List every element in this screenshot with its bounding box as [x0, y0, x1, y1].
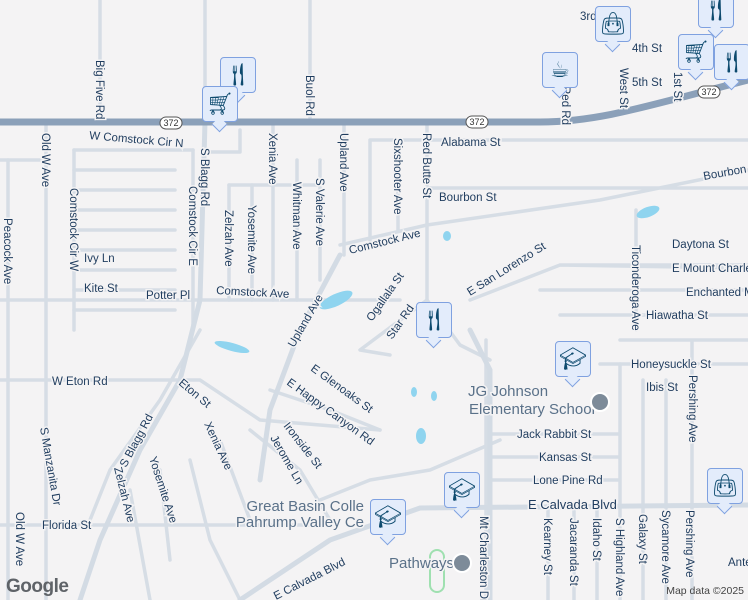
svg-text:Potter Pl: Potter Pl: [146, 290, 190, 302]
svg-text:Pershing Ave: Pershing Ave: [686, 375, 698, 443]
svg-text:S Blagg Rd: S Blagg Rd: [198, 148, 210, 206]
svg-text:Enchanted M: Enchanted M: [686, 287, 748, 299]
school-icon: 🎓︎: [374, 504, 402, 529]
map-attribution: Map data ©2025: [666, 585, 744, 597]
svg-text:Comstock Cir E: Comstock Cir E: [186, 186, 198, 266]
svg-text:Eton St: Eton St: [176, 377, 213, 411]
svg-text:Buol Rd: Buol Rd: [303, 75, 315, 116]
svg-text:Hiawatha St: Hiawatha St: [646, 310, 709, 322]
svg-text:5th St: 5th St: [632, 77, 663, 89]
restaurant-icon: 🍴︎: [420, 307, 448, 332]
svg-text:Galaxy St: Galaxy St: [636, 514, 648, 565]
school-icon: 🎓︎: [448, 477, 476, 502]
restaurant-marker[interactable]: 🍴︎: [416, 302, 452, 338]
shopping-marker[interactable]: 👜︎: [707, 468, 743, 504]
shopping-cart-icon: 🛒︎: [206, 91, 234, 116]
svg-text:Kearney St: Kearney St: [541, 518, 553, 576]
svg-text:W Comstock Cir N: W Comstock Cir N: [89, 130, 184, 150]
svg-text:Comstock Cir W: Comstock Cir W: [67, 188, 79, 271]
grocery-marker[interactable]: 🛒︎: [678, 34, 714, 70]
svg-text:Red Butte St: Red Butte St: [420, 133, 432, 199]
svg-text:Whitman Ave: Whitman Ave: [290, 182, 302, 250]
school-marker[interactable]: 🎓︎: [444, 472, 480, 508]
grocery-marker[interactable]: 🛒︎: [202, 86, 238, 122]
svg-text:Elementary School: Elementary School: [469, 401, 595, 418]
svg-text:Great Basin Colle: Great Basin Colle: [246, 498, 364, 515]
google-logo: Google: [6, 576, 69, 597]
svg-text:Peacock Ave: Peacock Ave: [1, 218, 13, 284]
svg-text:Kite St: Kite St: [84, 283, 119, 295]
svg-text:372: 372: [163, 118, 178, 128]
svg-text:Florida St: Florida St: [42, 520, 92, 532]
svg-text:Pershing Ave: Pershing Ave: [683, 510, 695, 578]
svg-text:Star Rd: Star Rd: [385, 303, 417, 342]
svg-text:Ibis St: Ibis St: [646, 382, 679, 394]
svg-text:S Highland Ave: S Highland Ave: [613, 518, 625, 596]
restaurant-icon: 🍴︎: [702, 0, 730, 22]
restaurant-icon: 🍴︎: [718, 49, 746, 74]
restaurant-icon: 🍴︎: [224, 62, 252, 87]
shopping-cart-icon: 🛒︎: [682, 39, 710, 64]
svg-text:E Calvada Blvd: E Calvada Blvd: [528, 497, 617, 512]
svg-text:Ivy Ln: Ivy Ln: [84, 253, 115, 265]
coffee-icon: ☕︎: [550, 57, 570, 82]
svg-text:Upland Ave: Upland Ave: [337, 133, 349, 192]
svg-text:S Manzanita Dr: S Manzanita Dr: [37, 426, 63, 506]
shopping-marker[interactable]: 👜︎: [595, 6, 631, 42]
svg-text:Old W Ave: Old W Ave: [39, 133, 51, 187]
svg-text:West St: West St: [617, 68, 629, 109]
svg-text:Comstock Ave: Comstock Ave: [216, 285, 290, 301]
svg-text:Sixshooter Ave: Sixshooter Ave: [391, 138, 403, 215]
svg-text:Idaho St: Idaho St: [590, 518, 602, 562]
svg-text:Sycamore Ave: Sycamore Ave: [659, 510, 671, 584]
highway-shield: 372 372 372: [159, 85, 721, 130]
svg-text:Comstock Ave: Comstock Ave: [348, 228, 422, 257]
svg-text:Ticonderoga Ave: Ticonderoga Ave: [629, 245, 641, 331]
school-marker[interactable]: 🎓︎: [555, 341, 591, 377]
svg-text:E Mount Charle: E Mount Charle: [672, 263, 748, 275]
svg-text:Jack Rabbit St: Jack Rabbit St: [517, 429, 592, 441]
svg-text:3rd: 3rd: [580, 11, 597, 23]
svg-text:372: 372: [469, 117, 484, 127]
shopping-bag-icon: 👜︎: [599, 11, 627, 36]
svg-text:4th St: 4th St: [632, 43, 663, 55]
running-track: [429, 549, 445, 593]
svg-text:372: 372: [701, 87, 716, 97]
svg-text:Jacaranda St: Jacaranda St: [567, 518, 579, 587]
restaurant-marker[interactable]: 🍴︎: [698, 0, 734, 28]
cafe-marker[interactable]: ☕︎: [542, 52, 578, 88]
svg-text:Zelzah Ave: Zelzah Ave: [222, 210, 234, 267]
svg-text:JG Johnson: JG Johnson: [468, 383, 548, 400]
restaurant-marker[interactable]: 🍴︎: [714, 44, 748, 80]
svg-text:Bourbon Tw: Bourbon Tw: [702, 160, 748, 183]
svg-text:1st St: 1st St: [671, 72, 683, 102]
svg-text:Yosemite Ave: Yosemite Ave: [146, 455, 179, 524]
svg-text:Lone Pine Rd: Lone Pine Rd: [533, 475, 603, 487]
svg-text:Pathways: Pathways: [389, 555, 454, 572]
svg-text:Daytona St: Daytona St: [672, 239, 730, 251]
svg-text:Mt Charleston Dr: Mt Charleston Dr: [477, 516, 489, 600]
svg-text:Old W Ave: Old W Ave: [13, 512, 25, 566]
school-marker[interactable]: 🎓︎: [370, 499, 406, 535]
svg-text:E San Lorenzo St: E San Lorenzo St: [465, 240, 548, 298]
svg-text:Bourbon St: Bourbon St: [439, 192, 497, 204]
svg-text:Pahrump Valley Ce: Pahrump Valley Ce: [236, 514, 364, 531]
svg-text:S Valerie Ave: S Valerie Ave: [313, 178, 325, 246]
water-bodies: [214, 205, 660, 444]
shopping-bag-icon: 👜︎: [711, 473, 739, 498]
svg-text:Ante: Ante: [728, 557, 748, 569]
svg-text:Alabama St: Alabama St: [441, 137, 501, 149]
svg-text:Big Five Rd: Big Five Rd: [93, 60, 105, 119]
svg-text:Xenia Ave: Xenia Ave: [266, 133, 278, 185]
svg-text:Kansas St: Kansas St: [539, 452, 592, 464]
svg-text:Yosemite Ave: Yosemite Ave: [245, 205, 257, 274]
svg-text:Xenia Ave: Xenia Ave: [201, 420, 234, 472]
poi-labels: JG Johnson Elementary School Great Basin…: [234, 382, 610, 574]
svg-text:W Eton Rd: W Eton Rd: [52, 376, 108, 388]
svg-text:E Calvada Blvd: E Calvada Blvd: [272, 556, 348, 600]
school-icon: 🎓︎: [559, 346, 587, 371]
svg-text:Honeysuckle St: Honeysuckle St: [631, 359, 712, 371]
